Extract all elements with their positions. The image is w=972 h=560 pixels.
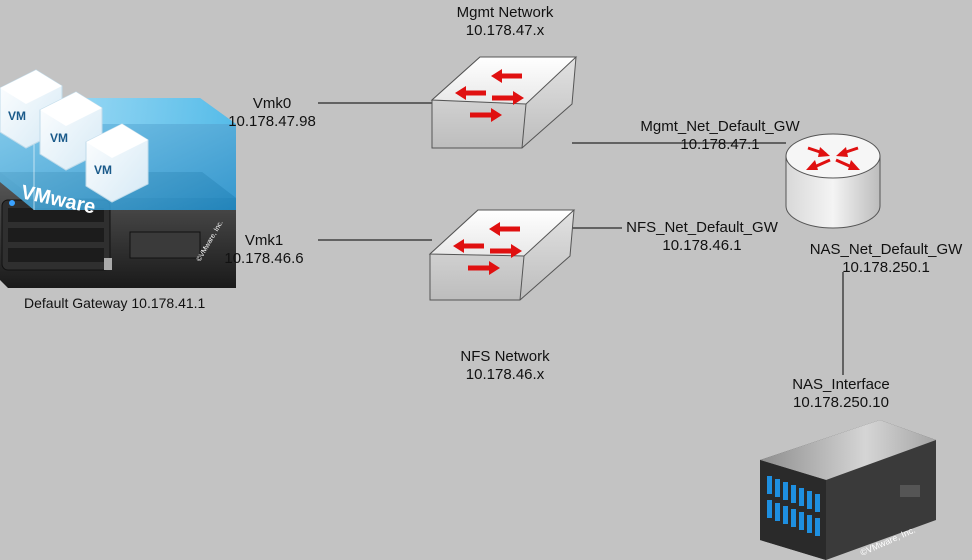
nas-gw-ip: 10.178.250.1 [842,259,930,276]
nfs-gw-name: NFS_Net_Default_GW [626,219,778,236]
nas-gw-label: NAS_Net_Default_GW 10.178.250.1 [800,241,972,277]
vm-label: VM [94,163,112,177]
mgmt-gw-label: Mgmt_Net_Default_GW 10.178.47.1 [620,118,820,154]
mgmt-network-label: Mgmt Network 10.178.47.x [440,4,570,40]
nas-storage-icon [760,420,936,560]
nfs-gw-ip: 10.178.46.1 [662,237,742,254]
router-icon [785,133,881,229]
nas-gw-name: NAS_Net_Default_GW [809,241,963,258]
nfs-switch-icon [428,209,576,301]
mgmt-gw-ip: 10.178.47.1 [680,136,760,153]
vmk0-label: Vmk0 10.178.47.98 [222,95,322,131]
mgmt-switch-icon [430,56,578,149]
nfs-network-label: NFS Network 10.178.46.x [440,348,570,384]
nfs-network-subnet: 10.178.46.x [465,366,545,383]
vmk1-ip: 10.178.46.6 [224,250,304,267]
vmk1-name: Vmk1 [244,232,284,249]
vm-cube-icon [0,69,149,203]
nas-interface-name: NAS_Interface [792,376,890,393]
default-gateway-label: Default Gateway 10.178.41.1 [24,295,206,311]
nfs-gw-label: NFS_Net_Default_GW 10.178.46.1 [612,219,792,255]
vm-label: VM [8,109,26,123]
vmk0-name: Vmk0 [252,95,292,112]
mgmt-network-name: Mgmt Network [456,4,554,21]
mgmt-gw-name: Mgmt_Net_Default_GW [640,118,800,135]
nas-interface-ip: 10.178.250.10 [793,394,889,411]
nfs-network-name: NFS Network [460,348,550,365]
vm-label: VM [50,131,68,145]
nas-interface-label: NAS_Interface 10.178.250.10 [770,376,912,412]
vmk1-label: Vmk1 10.178.46.6 [214,232,314,268]
vmk0-ip: 10.178.47.98 [228,113,316,130]
mgmt-network-subnet: 10.178.47.x [465,22,545,39]
